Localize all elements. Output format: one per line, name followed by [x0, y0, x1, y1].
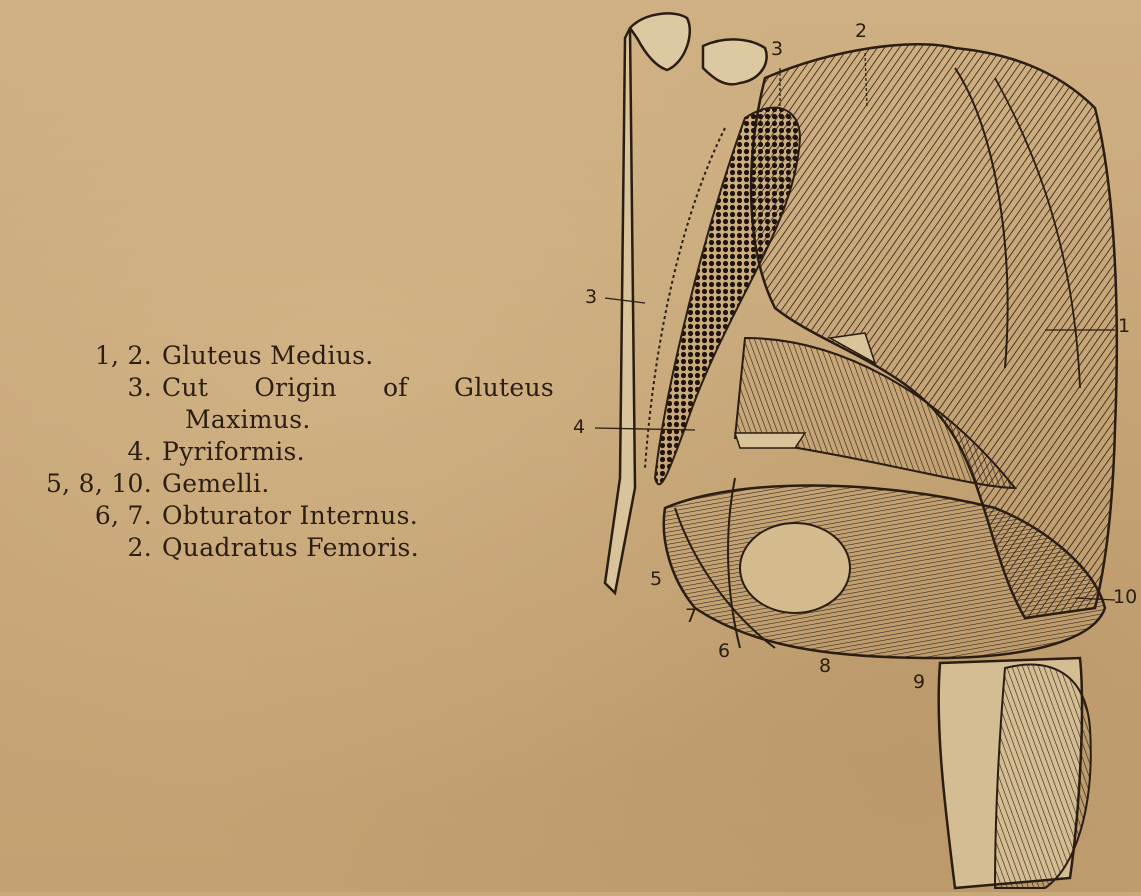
vertebra-process: [703, 39, 767, 84]
figure-label: 8: [819, 655, 831, 677]
legend-text: Obturator Internus.: [162, 500, 418, 532]
engraving-drawing: [575, 8, 1141, 892]
figure-label: 3: [585, 286, 597, 308]
figure-label: 2: [855, 20, 867, 42]
legend-text: Quadratus Femoris.: [162, 532, 419, 564]
legend-numbers: 1, 2.: [0, 340, 152, 372]
legend-text: Cut Origin of Gluteus: [162, 372, 554, 404]
femur-muscle: [995, 665, 1091, 888]
figure-label: 10: [1113, 586, 1137, 608]
legend-text: Gluteus Medius.: [162, 340, 374, 372]
figure-label: 5: [650, 568, 662, 590]
legend-numbers: 2.: [0, 532, 152, 564]
figure-label: 4: [573, 416, 585, 438]
legend-numbers: 4.: [0, 436, 152, 468]
legend-numbers: 5, 8, 10.: [0, 468, 152, 500]
figure-label: 7: [685, 605, 697, 627]
legend-numbers: 3.: [0, 372, 152, 404]
figure-label: 6: [718, 640, 730, 662]
hip-muscle-illustration: 1 2 3 3 4 5 6 7 8 9 10: [575, 8, 1141, 892]
figure-label: 3: [771, 38, 783, 60]
figure-label: 9: [913, 671, 925, 693]
legend-text: Pyriformis.: [162, 436, 305, 468]
figure-label: 1: [1118, 315, 1130, 337]
legend-text: Maximus.: [185, 404, 311, 436]
iliac-bone: [605, 28, 635, 593]
legend-numbers: 6, 7.: [0, 500, 152, 532]
legend-text: Gemelli.: [162, 468, 270, 500]
obturator-tendon: [740, 523, 850, 613]
vertebra-top: [630, 13, 690, 70]
